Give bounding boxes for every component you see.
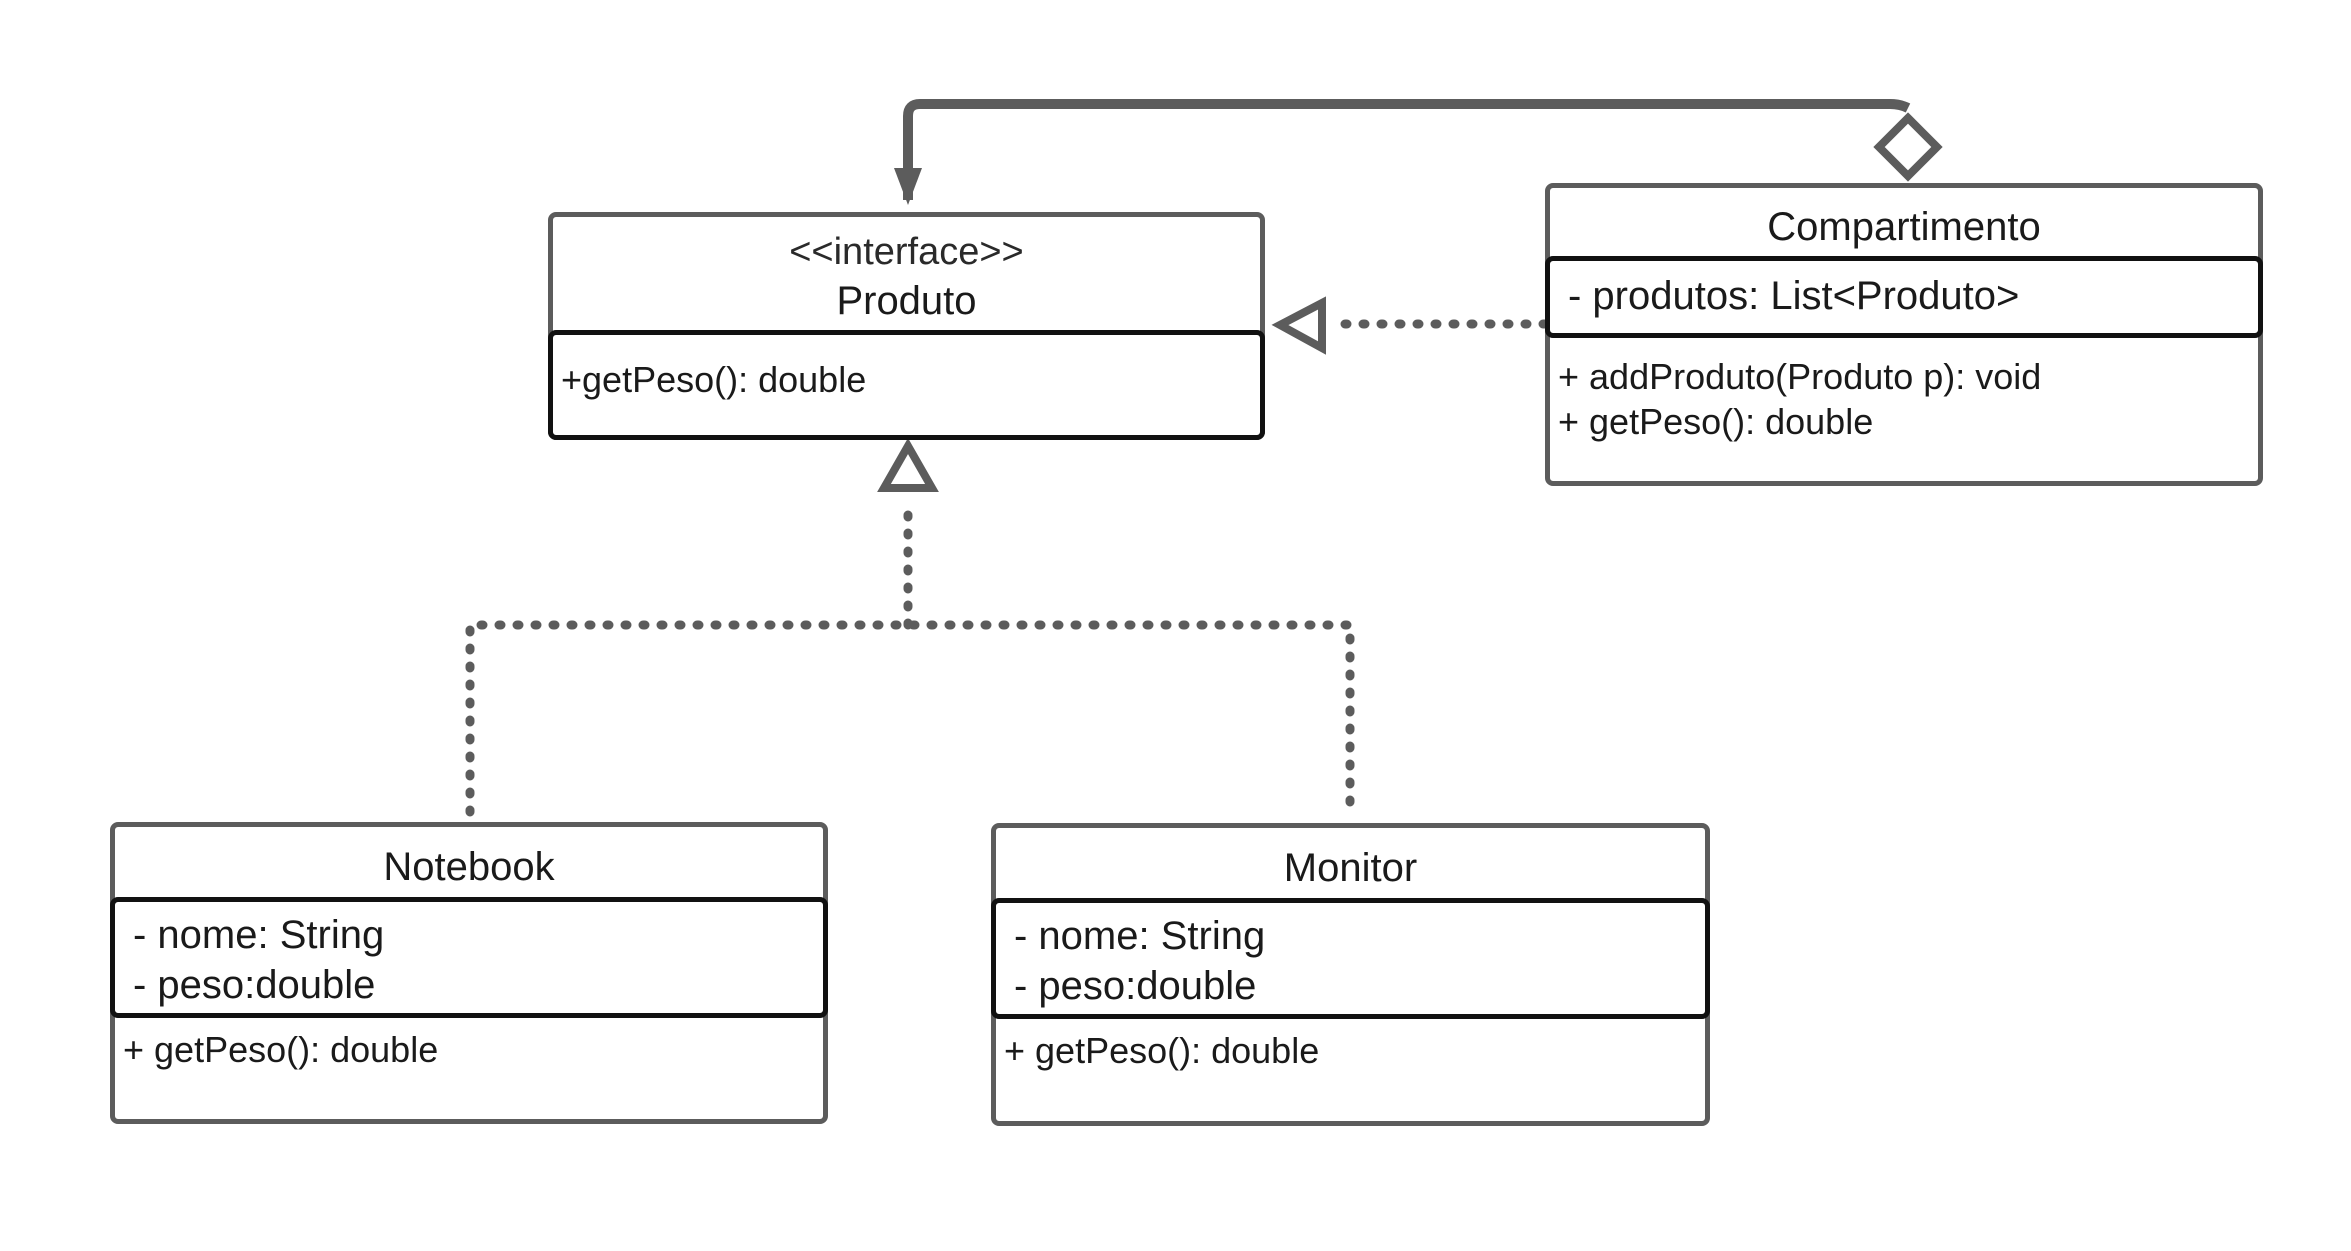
realization-triangle-produto <box>877 437 939 492</box>
produto-method: +getPeso(): double <box>561 359 867 400</box>
produto-name: Produto <box>836 279 977 323</box>
notebook-attributes-compartment: - nome: String - peso:double <box>110 897 828 1018</box>
notebook-name: Notebook <box>383 845 555 889</box>
aggregation-line <box>903 99 1911 200</box>
aggregation-diamond <box>1873 112 1943 182</box>
produto-methods-compartment: +getPeso(): double <box>548 330 1265 440</box>
notebook-attribute-peso: - peso:double <box>133 963 376 1007</box>
class-notebook[interactable]: Notebook - nome: String - peso:double + … <box>110 822 828 1124</box>
compartimento-attribute: - produtos: List<Produto> <box>1568 274 2020 318</box>
monitor-attribute-peso: - peso:double <box>1014 964 1257 1008</box>
monitor-attributes-compartment: - nome: String - peso:double <box>991 898 1710 1019</box>
monitor-name: Monitor <box>1283 846 1418 890</box>
monitor-attribute-nome: - nome: String <box>1014 914 1266 958</box>
compartimento-attributes-compartment: - produtos: List<Produto> <box>1545 256 2263 338</box>
compartimento-method-add: + addProduto(Produto p): void <box>1558 356 2042 397</box>
class-monitor[interactable]: Monitor - nome: String - peso:double + g… <box>991 823 1710 1126</box>
realization-line-subclasses <box>465 620 1355 817</box>
class-produto[interactable]: <<interface>> Produto +getPeso(): double <box>548 212 1265 440</box>
class-compartimento[interactable]: Compartimento - produtos: List<Produto> … <box>1545 183 2263 486</box>
compartimento-method-getpeso: + getPeso(): double <box>1558 401 1874 442</box>
aggregation-arrowhead <box>894 168 922 205</box>
notebook-attribute-nome: - nome: String <box>133 913 385 957</box>
monitor-method-getpeso: + getPeso(): double <box>1004 1030 1320 1071</box>
produto-stereotype: <<interface>> <box>789 231 1024 273</box>
compartimento-name: Compartimento <box>1767 205 2041 249</box>
notebook-method-getpeso: + getPeso(): double <box>123 1029 439 1070</box>
realization-triangle-compartimento <box>1271 296 1326 355</box>
